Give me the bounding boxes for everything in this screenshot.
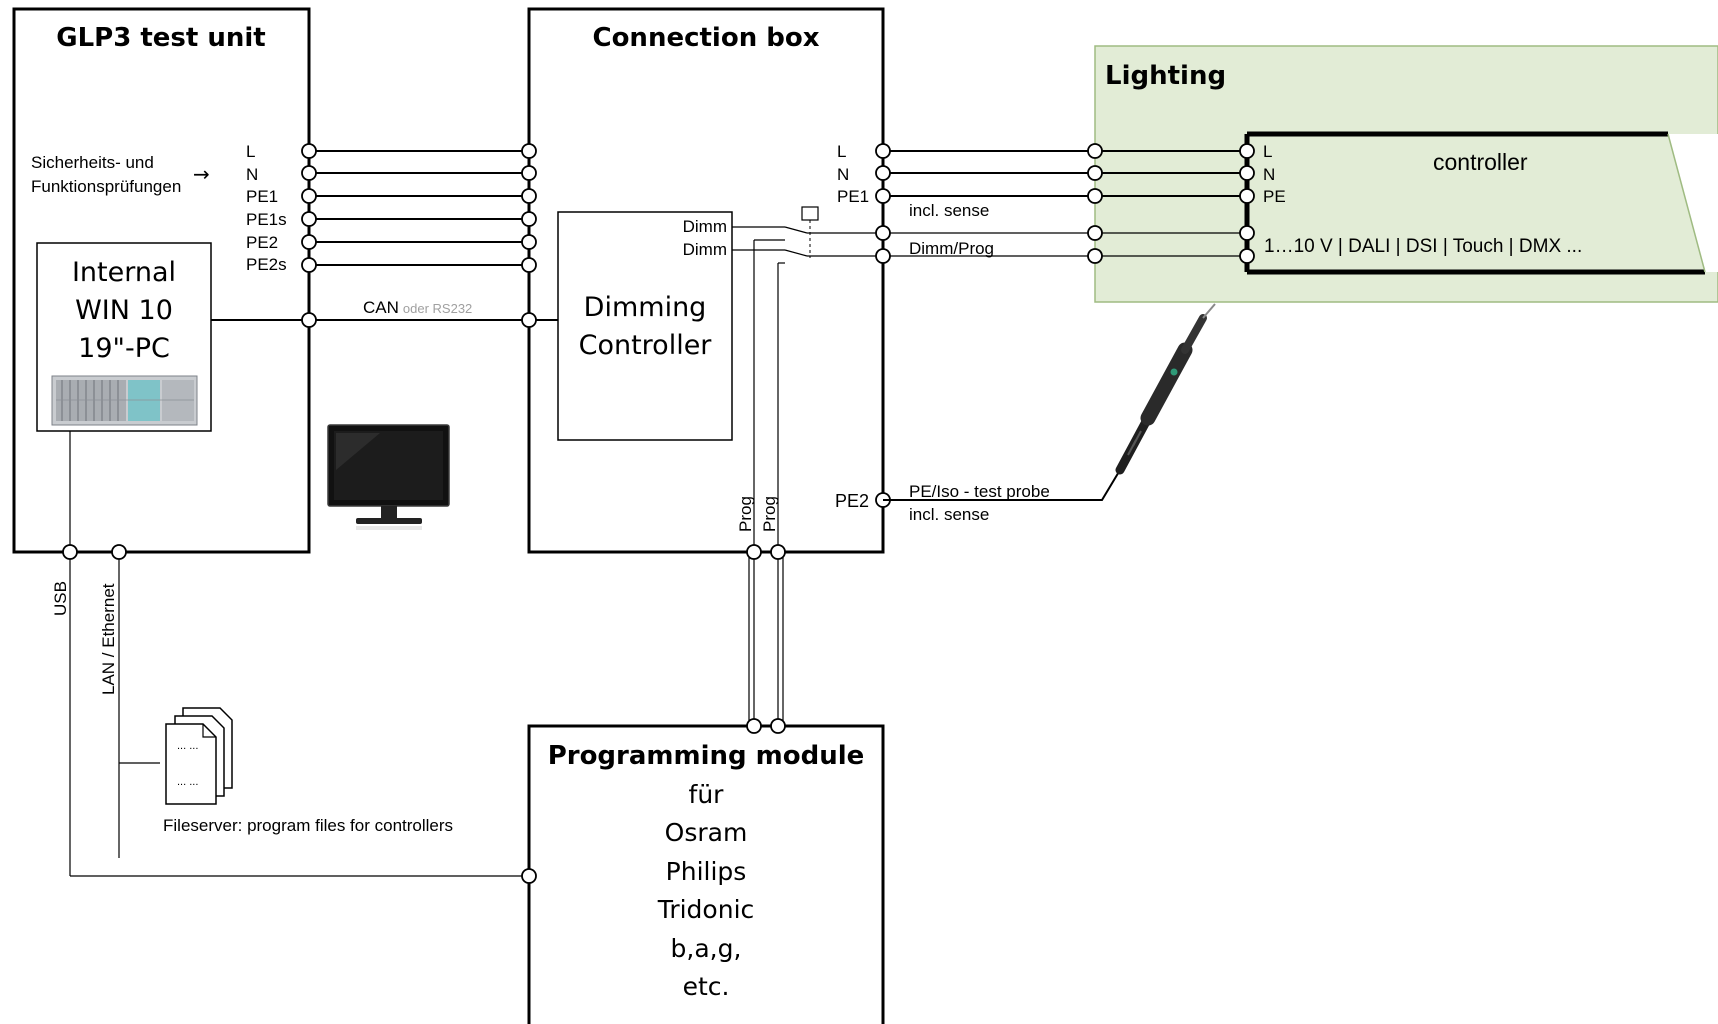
terminal-label-pe1: PE1 bbox=[246, 187, 278, 206]
usb-node bbox=[62, 544, 78, 560]
rack-pc-image bbox=[51, 375, 198, 426]
dimming-controller-line-1: Dimming bbox=[584, 292, 707, 323]
programming-line-5: b,a,g, bbox=[671, 934, 742, 963]
internal-pc-line-2: WIN 10 bbox=[75, 295, 173, 326]
controller-terminal-pe: PE bbox=[1263, 187, 1286, 206]
file-dots-2: ... ... bbox=[177, 776, 198, 788]
terminal-label-n: N bbox=[246, 165, 258, 184]
out-label-n: N bbox=[837, 165, 849, 184]
pe2-label: PE2 bbox=[835, 491, 869, 511]
dimm-prog-label: Dimm/Prog bbox=[909, 239, 994, 258]
controller-title: controller bbox=[1433, 149, 1528, 175]
dimm-relay bbox=[732, 206, 883, 264]
safety-arrow-icon: → bbox=[193, 162, 210, 186]
dimm-label-1: Dimm bbox=[683, 217, 727, 236]
dimming-controller-line-2: Controller bbox=[579, 330, 713, 361]
usb-lan-wires bbox=[69, 431, 529, 877]
internal-pc-line-1: Internal bbox=[72, 257, 176, 288]
controller-terminal-n: N bbox=[1263, 165, 1275, 184]
lan-node bbox=[111, 544, 127, 560]
dimming-controller-box bbox=[557, 211, 733, 441]
usb-label: USB bbox=[51, 581, 70, 616]
file-dots-1: ... ... bbox=[177, 740, 198, 752]
controller-terminal-l: L bbox=[1263, 142, 1272, 161]
programming-line-4: Tridonic bbox=[657, 895, 755, 924]
probe-cable bbox=[883, 469, 1121, 501]
can-label-alt: oder RS232 bbox=[403, 301, 472, 316]
terminal-label-l: L bbox=[246, 142, 255, 161]
prog-label-1: Prog bbox=[736, 496, 755, 532]
connection-box bbox=[527, 7, 885, 554]
connection-box-title: Connection box bbox=[592, 23, 819, 53]
lan-label: LAN / Ethernet bbox=[99, 583, 118, 695]
can-label: CAN oder RS232 bbox=[363, 298, 472, 317]
controller-interfaces: 1…10 V | DALI | DSI | Touch | DMX ... bbox=[1264, 236, 1582, 257]
programming-line-6: etc. bbox=[683, 972, 730, 1001]
power-bus-wires bbox=[309, 150, 529, 266]
safety-tests-line-1: Sicherheits- und bbox=[31, 153, 154, 172]
dimm-label-2: Dimm bbox=[683, 240, 727, 259]
terminal-label-pe2s: PE2s bbox=[246, 255, 287, 274]
internal-pc-line-3: 19"-PC bbox=[78, 333, 170, 364]
probe-label-2: incl. sense bbox=[909, 505, 989, 524]
monitor-icon bbox=[327, 424, 450, 530]
prog-node-box-1 bbox=[746, 544, 762, 560]
fileserver-documents-icon bbox=[165, 707, 233, 805]
lighting-title: Lighting bbox=[1105, 61, 1226, 91]
probe-label-1: PE/Iso - test probe bbox=[909, 482, 1050, 501]
programming-line-3: Philips bbox=[666, 857, 747, 886]
output-nodes bbox=[875, 143, 1255, 264]
terminal-label-pe2: PE2 bbox=[246, 233, 278, 252]
test-unit-title: GLP3 test unit bbox=[56, 23, 266, 53]
out-label-l: L bbox=[837, 142, 846, 161]
programming-title: Programming module bbox=[548, 741, 865, 771]
output-wires bbox=[883, 150, 1247, 257]
fileserver-label: Fileserver: program files for controller… bbox=[163, 816, 453, 835]
out-label-pe1: PE1 bbox=[837, 187, 869, 206]
prog-node-box-2 bbox=[770, 544, 786, 560]
incl-sense-label: incl. sense bbox=[909, 201, 989, 220]
test-probe-icon bbox=[1115, 303, 1216, 475]
can-label-main: CAN bbox=[363, 298, 399, 317]
programming-line-1: für bbox=[689, 780, 725, 809]
safety-tests-line-2: Funktionsprüfungen bbox=[31, 177, 181, 196]
test-unit-box bbox=[12, 7, 311, 554]
prog-wires bbox=[748, 240, 784, 726]
prog-node-module-1 bbox=[746, 718, 762, 734]
prog-label-2: Prog bbox=[760, 496, 779, 532]
prog-node-module-2 bbox=[770, 718, 786, 734]
programming-line-2: Osram bbox=[665, 818, 748, 847]
programming-usb-node bbox=[521, 868, 537, 884]
terminal-label-pe1s: PE1s bbox=[246, 210, 287, 229]
bus-nodes bbox=[301, 143, 537, 328]
